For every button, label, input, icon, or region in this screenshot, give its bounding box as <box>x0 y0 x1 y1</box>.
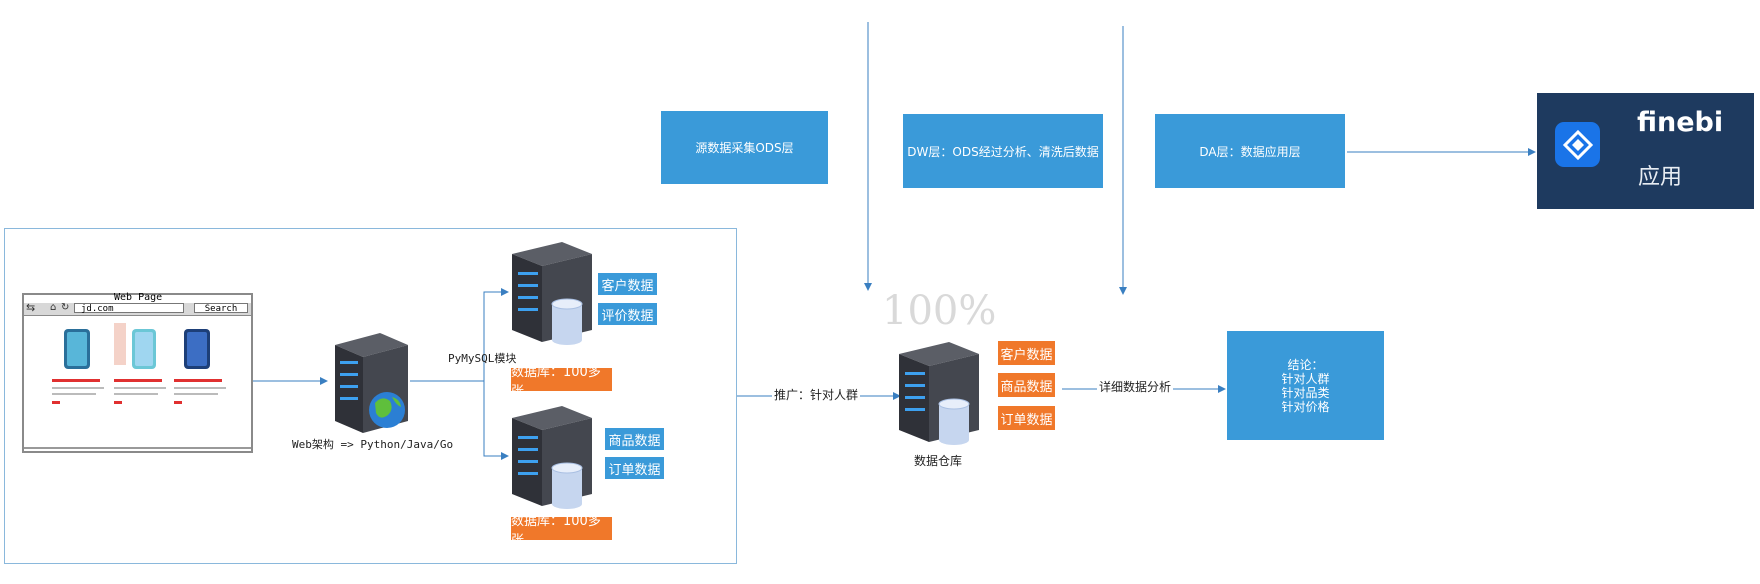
db2-tag-product: 商品数据 <box>604 427 665 451</box>
search-button: Search <box>194 303 248 314</box>
db2-tag-order: 订单数据 <box>604 456 665 480</box>
product-phone-1 <box>52 329 104 404</box>
product-phone-2 <box>114 323 166 404</box>
db1-caption: 数据库：100多张 <box>511 365 612 399</box>
conclusion-line: 针对价格 <box>1281 399 1330 414</box>
back-forward-icon: ⇆ <box>26 301 36 314</box>
dw-layer-box: DW层：ODS经过分析、清洗后数据 <box>903 114 1103 188</box>
warehouse-caption: 数据仓库 <box>914 454 963 468</box>
db2-caption: 数据库：100多张 <box>511 514 612 548</box>
dw-layer-label: DW层：ODS经过分析、清洗后数据 <box>907 144 1099 159</box>
finebi-subtitle: 应用 <box>1638 165 1683 190</box>
web-page-mockup: Web Page ⇆ ⌂ ↻ jd.com Search <box>22 292 253 453</box>
pymysql-label: PyMySQL模块 <box>448 352 517 365</box>
home-icon: ⌂ <box>50 302 57 313</box>
conclusion-box: 结论： 针对人群 针对品类 针对价格 <box>1227 331 1384 440</box>
finebi-badge: finebi 应用 <box>1537 93 1754 209</box>
reload-icon: ↻ <box>61 302 70 313</box>
da-layer-box: DA层：数据应用层 <box>1155 114 1345 188</box>
warehouse-tag-order: 订单数据 <box>998 406 1055 430</box>
ods-layer-label: 源数据采集ODS层 <box>695 141 794 155</box>
address-bar: jd.com <box>74 303 184 314</box>
source-system-container <box>4 228 737 564</box>
product-listing <box>24 323 251 449</box>
ods-layer-box: 源数据采集ODS层 <box>661 111 828 184</box>
finebi-logo-icon <box>1555 122 1600 167</box>
warehouse-server-icon <box>897 338 985 450</box>
web-page-title: Web Page <box>114 292 163 303</box>
db1-tag-review: 评价数据 <box>597 302 658 326</box>
watermark-text: 100% <box>882 288 997 334</box>
web-server-label: Web架构 => Python/Java/Go <box>292 438 454 451</box>
branch-to-db2-arrow <box>483 381 509 460</box>
finebi-name: finebi <box>1637 107 1724 138</box>
warehouse-tag-product: 商品数据 <box>998 373 1055 397</box>
product-phone-3 <box>174 329 226 404</box>
warehouse-tag-customer: 客户数据 <box>998 341 1055 365</box>
analysis-label: 详细数据分析 <box>1097 378 1174 395</box>
db1-server-icon <box>510 238 598 350</box>
conclusion-line: 针对品类 <box>1281 385 1330 400</box>
promote-label: 推广：针对人群 <box>772 386 861 403</box>
browser-toolbar: ⇆ ⌂ ↻ jd.com Search <box>24 301 251 316</box>
branch-to-db1-arrow <box>483 288 509 381</box>
db2-server-icon <box>510 402 598 514</box>
db1-tag-customer: 客户数据 <box>597 272 658 296</box>
conclusion-line: 针对人群 <box>1281 371 1330 386</box>
conclusion-title: 结论： <box>1287 357 1324 372</box>
web-server-icon <box>330 325 410 435</box>
da-layer-label: DA层：数据应用层 <box>1199 144 1301 159</box>
